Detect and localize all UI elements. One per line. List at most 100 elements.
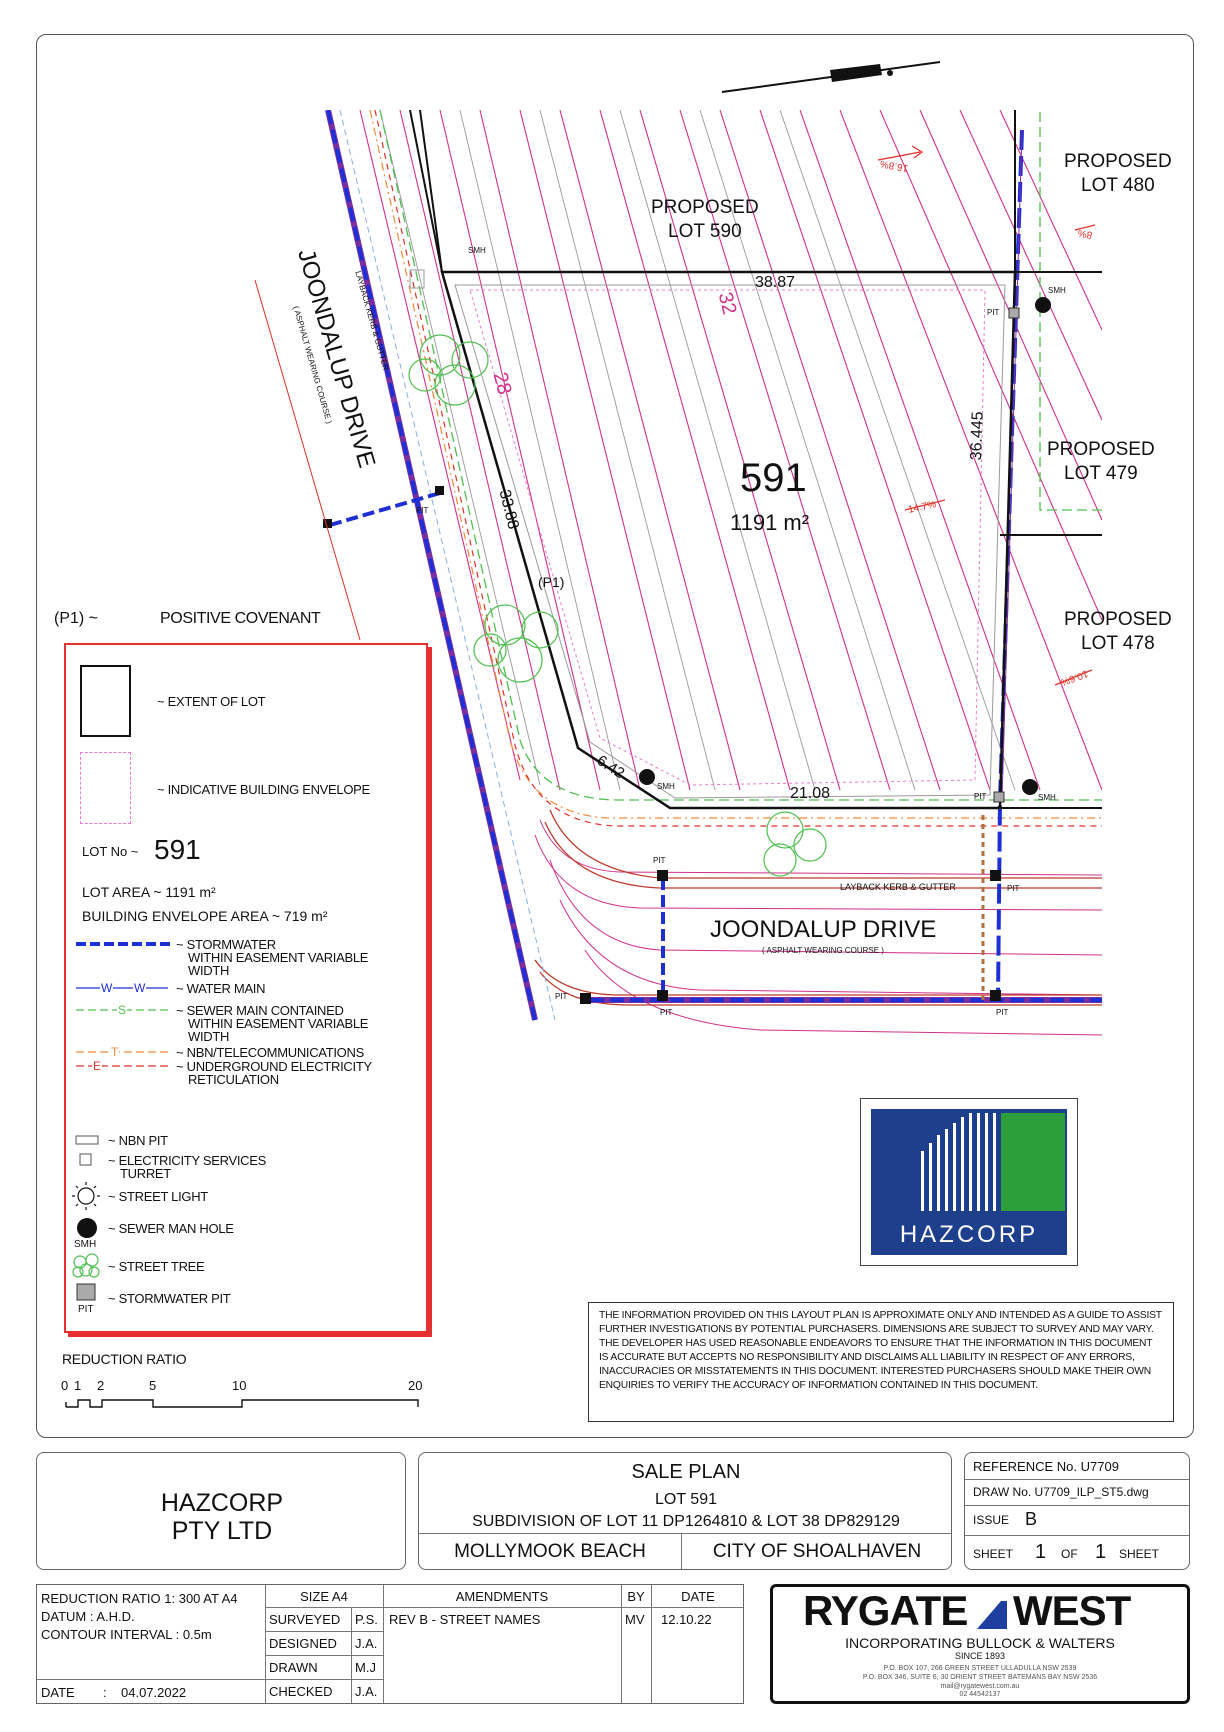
issue-value: B xyxy=(1025,1509,1038,1529)
legend-envelope: ~ INDICATIVE BUILDING ENVELOPE xyxy=(157,782,370,797)
drawn-who: M.J xyxy=(355,1660,376,1675)
contour-interval: CONTOUR INTERVAL : 0.5m xyxy=(41,1627,212,1642)
pit-label-1: PIT xyxy=(416,506,429,515)
firm-email: mail@rygatewest.com.au xyxy=(940,1683,1020,1690)
designed-who: J.A. xyxy=(355,1636,378,1651)
reduction-ratio: REDUCTION RATIO 1: 300 AT A4 xyxy=(41,1591,238,1606)
legend-water: ~ WATER MAIN xyxy=(176,981,266,996)
disclaimer-text: THE INFORMATION PROVIDED ON THIS LAYOUT … xyxy=(599,1310,1162,1391)
street-tree-icon xyxy=(408,334,827,877)
sheet-label: SHEET xyxy=(973,1547,1014,1561)
smh-label-3: SMH xyxy=(657,782,675,791)
legend-nbn-pit: ~ NBN PIT xyxy=(108,1133,168,1148)
surveyed-role: SURVEYED xyxy=(269,1612,341,1627)
date-header: DATE xyxy=(681,1589,715,1604)
hazcorp-logo-mark xyxy=(871,1109,1067,1255)
smh-label-2: SMH xyxy=(1048,286,1066,295)
north-arrow-icon xyxy=(721,61,941,93)
sheet-num: 1 xyxy=(1035,1541,1047,1563)
lot-number-label: 591 xyxy=(740,456,807,500)
client-box: HAZCORP PTY LTD xyxy=(36,1452,406,1570)
legend-water-key-1: W xyxy=(100,981,114,995)
firm-addr-2: P.O. BOX 346, SUITE 6, 30 ORIENT STREET … xyxy=(862,1674,1098,1681)
scale-tick-0: 0 xyxy=(61,1378,69,1393)
legend-street-light: ~ STREET LIGHT xyxy=(108,1189,208,1204)
road-name-bottom: JOONDALUP DRIVE xyxy=(710,916,937,943)
proposed-lot-590-label: PROPOSED LOT 590 xyxy=(651,197,759,242)
designed-role: DESIGNED xyxy=(269,1636,337,1651)
covenant-text: POSITIVE COVENANT xyxy=(160,610,321,627)
pit-label-6: PIT xyxy=(555,992,568,1001)
bottom-table: REDUCTION RATIO 1: 300 AT A4 DATUM : A.H… xyxy=(36,1584,744,1704)
scale-title: REDUCTION RATIO xyxy=(62,1351,187,1367)
plan-council: CITY OF SHOALHAVEN xyxy=(712,1541,922,1562)
by-header: BY xyxy=(627,1589,645,1604)
date-sep: : xyxy=(103,1685,107,1700)
scale-tick-2: 2 xyxy=(97,1378,105,1393)
pit-label-2: PIT xyxy=(987,308,1000,317)
checked-role: CHECKED xyxy=(269,1684,333,1699)
firm-phone: 02 44542137 xyxy=(959,1691,1001,1698)
client-name-2: PTY LTD xyxy=(171,1517,273,1545)
reference-box: REFERENCE No. U7709 DRAW No. U7709_ILP_S… xyxy=(964,1452,1190,1570)
firm-ampersand-icon xyxy=(977,1601,1007,1629)
nbn-pit-icon xyxy=(75,1135,99,1145)
sheet-of: OF xyxy=(1061,1547,1078,1561)
legend-lot-no-label: LOT No ~ xyxy=(82,844,139,859)
pit-label-3: PIT xyxy=(974,792,987,801)
pit-label-4: PIT xyxy=(653,856,666,865)
amendment-text: REV B - STREET NAMES xyxy=(389,1612,541,1627)
pit-label-8: PIT xyxy=(996,1008,1009,1017)
disclaimer-box: THE INFORMATION PROVIDED ON THIS LAYOUT … xyxy=(588,1302,1174,1422)
extent-of-lot-swatch xyxy=(80,665,131,737)
plan-lot: LOT 591 xyxy=(655,1491,717,1508)
legend-pit-label: PIT xyxy=(78,1304,94,1315)
firm-addr-1: P.O. BOX 107, 266 GREEN STREET ULLADULLA… xyxy=(883,1665,1077,1672)
hazcorp-logo-text: HAZCORP xyxy=(899,1221,1039,1248)
legend-box xyxy=(64,643,428,1333)
plan-title: SALE PLAN xyxy=(631,1461,741,1483)
legend-sewer-hole: ~ SEWER MAN HOLE xyxy=(108,1221,234,1236)
tree-icon xyxy=(72,1253,100,1278)
issue-label: ISSUE xyxy=(973,1513,1010,1527)
smh-label-1: SMH xyxy=(468,246,486,255)
sewer-man-hole-icon xyxy=(1035,297,1051,313)
covenant-key: (P1) ~ xyxy=(54,610,99,627)
stormwater-pit-icon xyxy=(76,1283,96,1301)
legend-extent: ~ EXTENT OF LOT xyxy=(157,694,266,709)
amendment-date: 12.10.22 xyxy=(661,1612,712,1627)
firm-block: RYGATE WEST INCORPORATING BULLOCK & WALT… xyxy=(770,1584,1190,1704)
pit-label-7: PIT xyxy=(660,1008,673,1017)
dim-bottom: 21.08 xyxy=(790,785,831,802)
building-envelope-swatch xyxy=(80,752,131,824)
scale-tick-5: 5 xyxy=(149,1378,157,1393)
sheet-total: 1 xyxy=(1095,1541,1107,1563)
reference-no: REFERENCE No. U7709 xyxy=(973,1459,1119,1474)
proposed-lot-478-label: PROPOSED LOT 478 xyxy=(1064,609,1172,654)
scale-tick-20: 20 xyxy=(408,1378,423,1393)
amendment-by: MV xyxy=(625,1612,645,1627)
lot-591-boundary xyxy=(440,270,1017,810)
legend-nbn-key: T xyxy=(110,1045,120,1059)
datum: DATUM : A.H.D. xyxy=(41,1609,135,1624)
scale-tick-1: 1 xyxy=(74,1378,82,1393)
smh-label-4: SMH xyxy=(1038,793,1056,802)
legend-building-area: BUILDING ENVELOPE AREA ~ 719 m² xyxy=(82,908,328,924)
plan-subdivision: SUBDIVISION OF LOT 11 DP1264810 & LOT 38… xyxy=(472,1513,900,1530)
pit-label-5: PIT xyxy=(1007,884,1020,893)
scale-tick-10: 10 xyxy=(232,1378,247,1393)
building-envelope xyxy=(469,289,986,786)
legend-elec-key: E xyxy=(92,1059,103,1073)
turret-icon xyxy=(79,1153,92,1166)
draw-no: DRAW No. U7709_ILP_ST5.dwg xyxy=(973,1485,1149,1499)
dim-top: 38.87 xyxy=(755,274,796,291)
plan-locality: MOLLYMOOK BEACH xyxy=(454,1541,646,1562)
firm-name-right: WEST xyxy=(1013,1587,1131,1634)
p1-marker: (P1) xyxy=(538,574,565,590)
legend-nbn: ~ NBN/TELECOMMUNICATIONS xyxy=(176,1045,364,1060)
legend-lot-no-value: 591 xyxy=(154,834,201,865)
